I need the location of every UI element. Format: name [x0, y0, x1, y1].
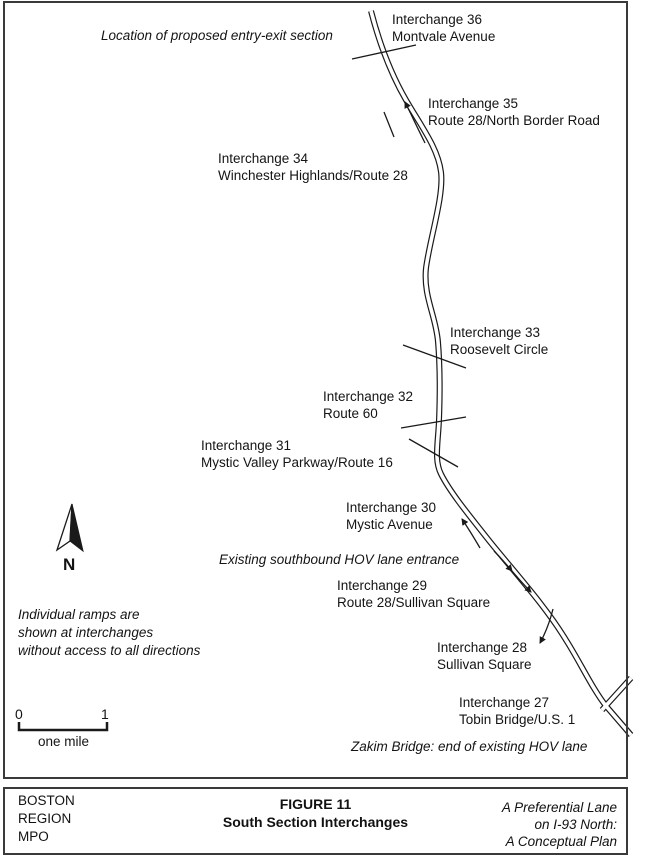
cross-roads [351, 44, 467, 468]
scale-end-label: 1 [101, 706, 109, 722]
north-arrow-label: N [63, 555, 75, 574]
interchange-28-street: Sullivan Square [437, 657, 532, 672]
north-arrow: N [55, 503, 84, 574]
interchange-33-number: Interchange 33 [450, 325, 541, 340]
crossroad-montvale-avenue [351, 44, 417, 60]
interchange-32-street: Route 60 [323, 406, 378, 421]
note-entry-exit-section: Location of proposed entry-exit section [101, 28, 333, 43]
scale-bar: 0 1 one mile [15, 706, 109, 749]
interchange-36-number: Interchange 36 [392, 12, 483, 27]
label-interchange-30: Interchange 30 Mystic Avenue [346, 499, 436, 533]
interchange-31-street: Mystic Valley Parkway/Route 16 [201, 455, 393, 470]
interchange-30-street: Mystic Avenue [346, 517, 433, 532]
interchange-35-street: Route 28/North Border Road [428, 113, 600, 128]
map-frame [3, 1, 628, 779]
label-interchange-36: Interchange 36 Montvale Avenue [392, 11, 495, 45]
interchange-30-number: Interchange 30 [346, 500, 437, 515]
org-line2: REGION [18, 811, 72, 826]
note-individual-ramps-line3: without access to all directions [18, 643, 201, 658]
label-interchange-29: Interchange 29 Route 28/Sullivan Square [337, 577, 490, 611]
org-line3: MPO [18, 829, 49, 844]
note-hov-entrance: Existing southbound HOV lane entrance [219, 552, 460, 567]
north-arrow-right-half [69, 503, 84, 553]
label-interchange-32: Interchange 32 Route 60 [323, 388, 413, 422]
i93-mainline-inner [369, 10, 633, 737]
note-individual-ramps: Individual ramps are shown at interchang… [18, 606, 200, 660]
interchange-29-number: Interchange 29 [337, 578, 428, 593]
label-interchange-28: Interchange 28 Sullivan Square [437, 639, 532, 673]
report-line2: on I-93 North: [534, 817, 617, 832]
interchange-35-number: Interchange 35 [428, 96, 519, 111]
crossroad-route-60 [400, 416, 467, 429]
interchange-27-street: Tobin Bridge/U.S. 1 [459, 712, 576, 727]
note-individual-ramps-line2: shown at interchanges [18, 625, 154, 640]
interchange-31-number: Interchange 31 [201, 438, 292, 453]
figure-title: South Section Interchanges [222, 814, 409, 830]
figure-caption: FIGURE 11 South Section Interchanges [5, 795, 626, 831]
interchange-33-street: Roosevelt Circle [450, 342, 549, 357]
scale-bar-bracket [17, 722, 109, 732]
interchange-34-street: Winchester Highlands/Route 28 [218, 168, 408, 183]
interchange-27-number: Interchange 27 [459, 695, 550, 710]
figure-number: FIGURE 11 [279, 796, 352, 812]
label-interchange-27: Interchange 27 Tobin Bridge/U.S. 1 [459, 694, 575, 728]
report-line1: A Preferential Lane [501, 800, 617, 815]
ramp-i28 [539, 608, 554, 644]
note-individual-ramps-line1: Individual ramps are [18, 607, 140, 622]
crossroad-route-16 [408, 438, 459, 468]
report-line3: A Conceptual Plan [505, 834, 617, 849]
interchange-34-number: Interchange 34 [218, 151, 309, 166]
ramp-southbound-hov-entrance [493, 550, 532, 593]
ramp-stub-i35 [383, 111, 395, 138]
ramp-i30-northbound [461, 518, 481, 549]
interchange-29-street: Route 28/Sullivan Square [337, 595, 491, 610]
crossroad-roosevelt-circle [402, 344, 467, 369]
note-zakim-bridge: Zakim Bridge: end of existing HOV lane [351, 739, 588, 754]
interchange-36-street: Montvale Avenue [392, 29, 496, 44]
label-interchange-33: Interchange 33 Roosevelt Circle [450, 324, 548, 358]
label-interchange-31: Interchange 31 Mystic Valley Parkway/Rou… [201, 437, 393, 471]
scale-start-label: 0 [15, 706, 23, 722]
interchange-32-number: Interchange 32 [323, 389, 414, 404]
label-interchange-35: Interchange 35 Route 28/North Border Roa… [428, 95, 600, 129]
ramp-i35-northbound [404, 101, 426, 144]
label-interchange-34: Interchange 34 Winchester Highlands/Rout… [218, 150, 408, 184]
title-block: BOSTON REGION MPO FIGURE 11 South Sectio… [3, 787, 628, 855]
scale-caption: one mile [38, 734, 89, 749]
interchange-28-number: Interchange 28 [437, 640, 528, 655]
org-line1: BOSTON [18, 793, 75, 808]
ramps [383, 101, 554, 644]
report-title: A Preferential Lane on I-93 North: A Con… [502, 799, 617, 850]
org-name: BOSTON REGION MPO [18, 792, 75, 846]
